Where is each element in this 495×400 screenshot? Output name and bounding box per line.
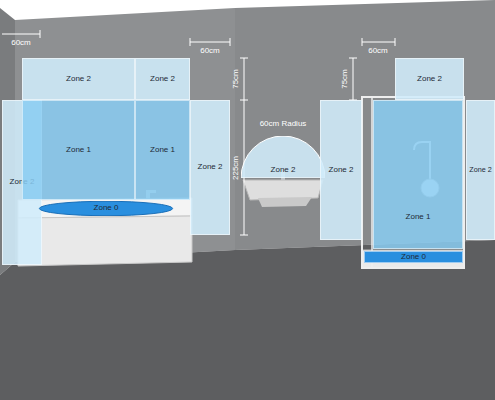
dimension-label: 60cm [200, 47, 220, 56]
shower-frame [362, 97, 464, 268]
dimension-line [244, 58, 245, 100]
dimension-label: 60cm Radius [260, 120, 307, 129]
zone-2-panel: Zone 2 [190, 100, 230, 235]
dimension-tick [240, 235, 248, 236]
dimension-tick [349, 58, 357, 59]
zone-2-sink: Zone 2 [241, 136, 325, 178]
zone-label: Zone 1 [66, 146, 91, 155]
zone-2-panel: Zone 2 [135, 58, 190, 100]
dimension-label: 60cm [11, 39, 31, 48]
zone-label: Zone 0 [94, 204, 119, 213]
sink-bowl [258, 197, 312, 207]
dimension-tick [240, 100, 248, 101]
zone-2-panel: Zone 2 [466, 100, 495, 240]
zone-label: Zone 1 [150, 146, 175, 155]
sink-basin [243, 180, 323, 200]
zone-0-bath: Zone 0 [38, 201, 174, 216]
zone-1-panel: Zone 1 [22, 100, 135, 200]
zone-label: Zone 1 [406, 213, 431, 222]
zone-label: Zone 2 [66, 75, 91, 84]
zone-label: Zone 2 [417, 75, 442, 84]
zone-2-arc [241, 136, 325, 178]
back-wall [235, 0, 495, 250]
dimension-label: 225cm [232, 156, 241, 180]
dimension-line [190, 42, 230, 43]
dimension-label: 60cm [368, 47, 388, 56]
zone-2-panel: Zone 2 [22, 58, 135, 100]
zone-label: Zone 2 [329, 166, 354, 175]
zone-label: Zone 2 [469, 166, 491, 174]
dimension-tick [395, 38, 396, 46]
dimension-line [362, 42, 395, 43]
zone-0-shower: Zone 0 [364, 251, 463, 263]
shower-tray [362, 250, 464, 268]
dimension-line [2, 34, 40, 35]
dimension-tick [362, 38, 363, 46]
dimension-tick [240, 58, 248, 59]
zone-2-panel: Zone 2 [395, 58, 464, 100]
zone-0-water [39, 201, 172, 215]
zone-1-panel: Zone 1 [135, 100, 190, 200]
zone-label: Zone 2 [150, 75, 175, 84]
dimension-label: 75cm [232, 69, 241, 89]
zone-label: Zone 2 [198, 163, 223, 172]
dimension-line [353, 58, 354, 100]
dimension-tick [190, 38, 191, 46]
dimension-label: 75cm [341, 69, 350, 89]
bath-rim [18, 198, 192, 218]
dimension-tick [40, 30, 41, 38]
zone-1-shower: Zone 1 [373, 100, 463, 249]
zone-label: Zone 2 [271, 166, 296, 175]
bath-front [18, 216, 192, 266]
zone-2-panel: Zone 2 [320, 100, 362, 240]
dimension-tick [230, 38, 231, 46]
zone-label: Zone 0 [401, 253, 426, 262]
